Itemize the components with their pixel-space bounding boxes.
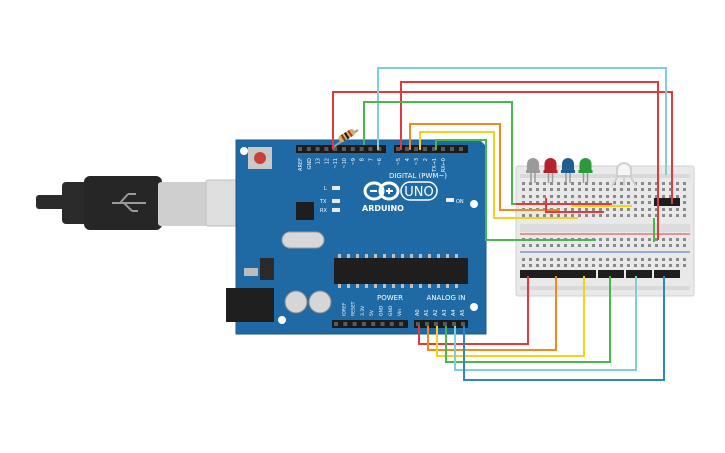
analog-pin-label: A4 bbox=[451, 309, 457, 316]
digital-header-left[interactable] bbox=[296, 145, 386, 153]
orange-wire[interactable] bbox=[409, 123, 560, 211]
microcontroller-chip bbox=[334, 258, 468, 284]
breadboard bbox=[515, 165, 695, 297]
power-pin-label: Vin bbox=[397, 309, 403, 316]
digital-pin-label: ~11 bbox=[333, 158, 339, 169]
digital-header-right[interactable] bbox=[394, 145, 468, 153]
digital-pin-label: 2 bbox=[423, 158, 429, 161]
red-wire[interactable] bbox=[418, 276, 529, 345]
analog-pin-label: A5 bbox=[460, 309, 466, 316]
power-pin-label: GND bbox=[379, 305, 385, 316]
analog-pin-label: A0 bbox=[415, 309, 421, 316]
power-pin-label: RESET bbox=[351, 301, 357, 316]
arduino-board: ARDUINO UNO DIGITAL (PWM~) POWER ANALOG … bbox=[226, 139, 487, 335]
digital-pin-label: 4 bbox=[405, 158, 411, 161]
analog-pin-label: A1 bbox=[424, 309, 430, 316]
power-header-label: POWER bbox=[377, 294, 403, 302]
orange-wire[interactable] bbox=[427, 276, 557, 351]
digital-pin-label: ~9 bbox=[351, 158, 357, 165]
cyan-wire[interactable] bbox=[454, 276, 637, 371]
button-5[interactable] bbox=[626, 270, 652, 278]
button-1[interactable] bbox=[520, 270, 550, 278]
button-7[interactable] bbox=[654, 198, 680, 206]
digital-pin-label: 8 bbox=[360, 158, 366, 161]
power-pin-label: GND bbox=[388, 305, 394, 316]
usb-icon bbox=[112, 193, 146, 212]
digital-pin-label: 13 bbox=[316, 158, 322, 164]
grey-led bbox=[526, 158, 540, 183]
yellow-wire[interactable] bbox=[419, 131, 578, 219]
board-model: UNO bbox=[404, 185, 433, 200]
button-3[interactable] bbox=[570, 270, 596, 278]
cyan-wire[interactable] bbox=[377, 67, 667, 175]
power-pin-label: IOREF bbox=[341, 302, 347, 316]
analog-header[interactable] bbox=[414, 320, 468, 328]
button-2[interactable] bbox=[548, 270, 570, 278]
power-header[interactable] bbox=[332, 320, 408, 328]
digital-pin-label: 7 bbox=[368, 158, 374, 161]
analog-pin-label: A2 bbox=[433, 309, 439, 316]
green-wire[interactable] bbox=[445, 276, 611, 363]
arduino-logo-icon bbox=[363, 181, 400, 201]
digital-pin-label: 12 bbox=[324, 158, 330, 164]
digital-pin-label: GND bbox=[307, 158, 313, 170]
digital-pin-label: ~10 bbox=[342, 158, 348, 169]
red-led bbox=[543, 158, 558, 183]
power-pin-label: 3.3V bbox=[360, 305, 366, 316]
digital-pin-label: ~3 bbox=[414, 158, 420, 165]
rgb-led bbox=[611, 162, 637, 187]
power-pin-label: 5V bbox=[369, 309, 375, 316]
label-tx: TX bbox=[319, 199, 327, 205]
label-rx: RX bbox=[320, 208, 327, 214]
digital-header-label: DIGITAL (PWM~) bbox=[389, 172, 447, 180]
yellow-wire[interactable] bbox=[436, 276, 585, 357]
label-l: L bbox=[324, 186, 327, 192]
button-6[interactable] bbox=[654, 270, 680, 278]
digital-pin-label: AREF bbox=[298, 158, 304, 171]
red-wire[interactable] bbox=[400, 81, 659, 240]
digital-pin-label: TX→1 bbox=[432, 158, 438, 173]
red-wire[interactable] bbox=[545, 198, 604, 213]
led-row bbox=[526, 158, 593, 183]
wire-layer bbox=[332, 67, 673, 381]
power-jack bbox=[226, 288, 274, 322]
red-wire[interactable] bbox=[332, 91, 673, 204]
blue-wire[interactable] bbox=[463, 276, 665, 381]
digital-pin-label: ~5 bbox=[396, 158, 402, 165]
analog-pin-label: A3 bbox=[442, 309, 448, 316]
green-wire[interactable] bbox=[435, 139, 596, 241]
usb-cable bbox=[36, 176, 263, 230]
resistor bbox=[331, 128, 359, 149]
digital-pin-label: RX←0 bbox=[441, 158, 447, 172]
green-led bbox=[578, 158, 593, 183]
board-brand: ARDUINO bbox=[362, 204, 404, 213]
button-4[interactable] bbox=[598, 270, 624, 278]
label-on: ON bbox=[456, 199, 464, 205]
analog-header-label: ANALOG IN bbox=[427, 294, 466, 302]
blue-led bbox=[561, 158, 575, 183]
pushbuttons bbox=[520, 198, 680, 278]
digital-pin-label: ~6 bbox=[377, 158, 383, 165]
